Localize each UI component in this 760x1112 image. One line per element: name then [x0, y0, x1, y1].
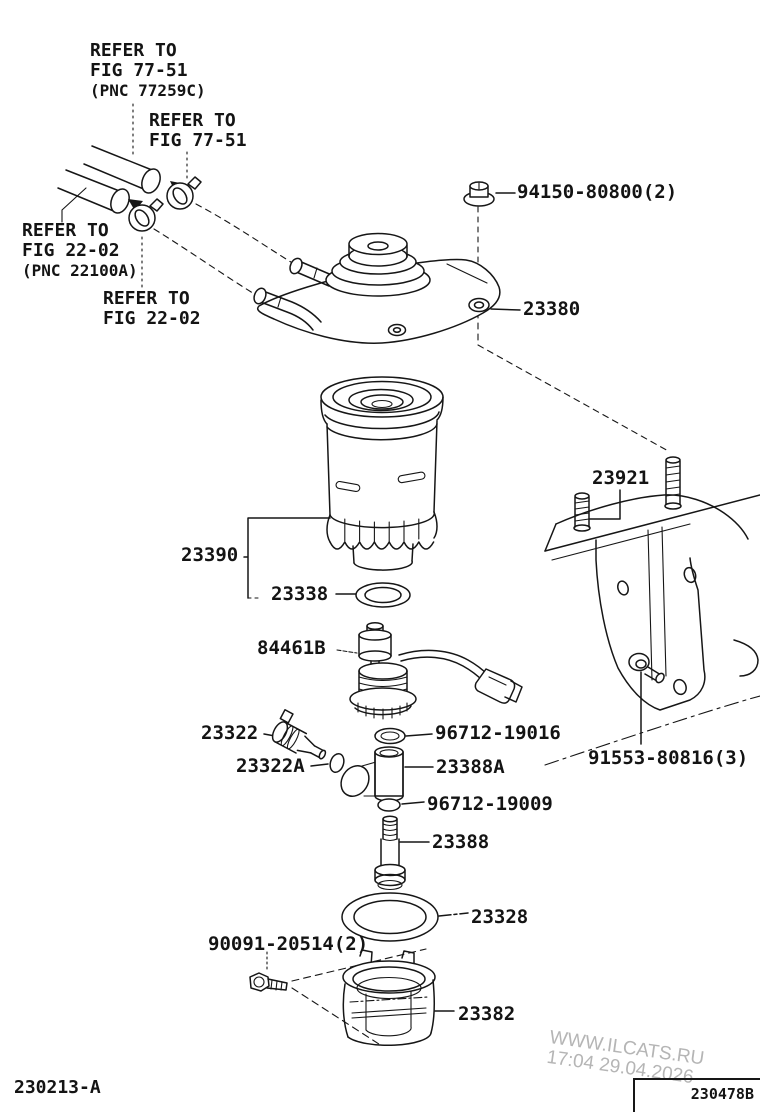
part-label-23322A[interactable]: 23322A: [236, 755, 305, 777]
fuel-filter-drawing-23390: [243, 376, 444, 599]
note-refer-fig-22-02[interactable]: REFER TO FIG 22-02: [103, 289, 201, 329]
part-label-23382[interactable]: 23382: [458, 1003, 516, 1025]
note-line: FIG 22-02: [22, 240, 120, 261]
note-line: FIG 77-51: [90, 60, 188, 81]
oring-drawing-23338: [335, 582, 411, 608]
ring-drawing-23322A: [310, 752, 345, 774]
note-line: FIG 77-51: [149, 130, 247, 151]
note-refer-fig-22-02-pnc[interactable]: REFER TO FIG 22-02 (PNC 22100A): [22, 221, 138, 281]
oring-drawing-96712-19016: [374, 727, 433, 745]
gasket-drawing-23328: [341, 892, 469, 942]
filter-case-drawing-23382: [342, 949, 455, 1047]
valve-drawing-23322: [263, 709, 327, 760]
sheet-code: 230478B: [690, 1085, 754, 1103]
note-leader-lines: [61, 103, 188, 288]
diagram-code: 230213-A: [14, 1077, 101, 1098]
note-line: REFER TO: [90, 40, 177, 61]
part-label-23322[interactable]: 23322: [201, 722, 259, 744]
fuel-hose-drawing: [57, 145, 161, 214]
part-label-96712-19016[interactable]: 96712-19016: [435, 722, 561, 744]
note-line: (PNC 77259C): [90, 81, 206, 100]
plug-drawing-23388: [374, 815, 430, 891]
part-label-84461B[interactable]: 84461B: [257, 637, 326, 659]
part-label-90091-20514[interactable]: 90091-20514(2): [208, 933, 369, 955]
part-label-23388[interactable]: 23388: [432, 831, 490, 853]
part-label-96712-19009[interactable]: 96712-19009: [427, 793, 553, 815]
part-label-23921[interactable]: 23921: [592, 467, 650, 489]
note-refer-fig-77-51-pnc[interactable]: REFER TO FIG 77-51 (PNC 77259C): [90, 41, 206, 101]
note-line: REFER TO: [149, 110, 236, 131]
sheet-code-box: 230478B: [633, 1078, 760, 1112]
part-label-94150-80800[interactable]: 94150-80800(2): [517, 181, 678, 203]
note-line: FIG 22-02: [103, 308, 201, 329]
pump-assembly-drawing-23380: [253, 232, 521, 344]
bolt-drawing-91553: [628, 652, 665, 745]
part-label-23338[interactable]: 23338: [271, 583, 329, 605]
elbow-drawing-23388A: [340, 746, 434, 802]
part-label-91553-80816[interactable]: 91553-80816(3): [588, 747, 749, 769]
hose-clamp-drawing: [128, 176, 295, 296]
part-label-23328[interactable]: 23328: [471, 906, 529, 928]
oring-drawing-96712-19009: [377, 798, 425, 812]
note-line: (PNC 22100A): [22, 261, 138, 280]
note-line: REFER TO: [22, 220, 109, 241]
part-label-23388A[interactable]: 23388A: [436, 756, 505, 778]
sender-switch-drawing-84461B: [336, 622, 523, 720]
note-refer-fig-77-51[interactable]: REFER TO FIG 77-51: [149, 111, 247, 151]
bracket-drawing-23921: [544, 456, 760, 766]
part-label-23380[interactable]: 23380: [523, 298, 581, 320]
part-label-23390[interactable]: 23390: [181, 544, 239, 566]
note-line: REFER TO: [103, 288, 190, 309]
nut-drawing-94150: [463, 181, 671, 453]
